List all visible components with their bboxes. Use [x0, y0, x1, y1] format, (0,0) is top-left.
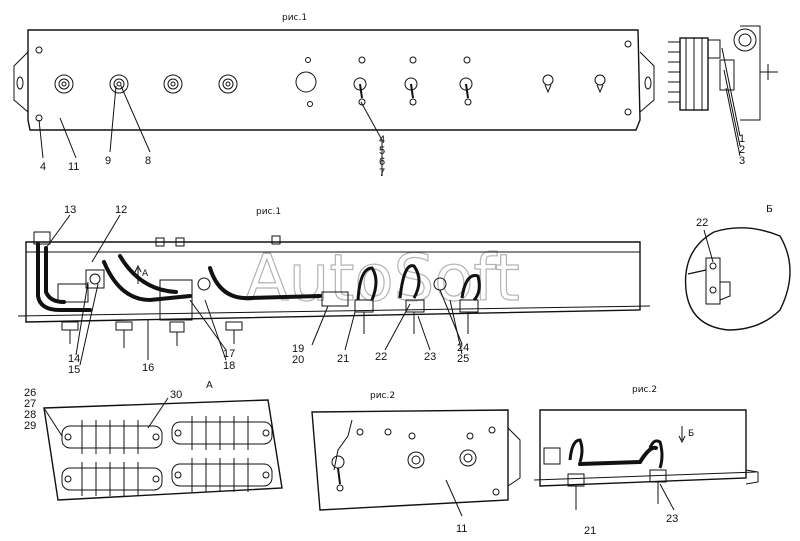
label-mid-14: 14	[68, 353, 80, 365]
caption-view-a: А	[206, 380, 213, 391]
label-side-2: 2	[739, 144, 745, 156]
label-top-11: 11	[68, 161, 79, 173]
arrow-a-label: А	[142, 269, 149, 279]
caption-fig2-mid: рис.2	[370, 391, 395, 401]
cutaway-view: рис.1	[17, 204, 651, 376]
label-mid-22: 22	[375, 351, 387, 363]
arrow-b-label: Б	[688, 429, 694, 439]
label-mid-20: 20	[292, 354, 304, 366]
label-mid-19: 19	[292, 343, 304, 355]
label-side-1: 1	[739, 133, 745, 145]
label-side-3: 3	[739, 155, 745, 167]
label-mid-21: 21	[337, 353, 349, 365]
label-top-9: 9	[105, 155, 111, 167]
detail-view-a: А 26 27 28 29	[24, 380, 283, 501]
caption-fig1-mid: рис.1	[256, 207, 281, 217]
label-a-29: 29	[24, 420, 36, 432]
label-b-22: 22	[696, 217, 708, 229]
label-mid-23: 23	[424, 351, 436, 363]
label-mid-13: 13	[64, 204, 76, 216]
caption-view-b: Б	[766, 204, 773, 215]
label-mid-15: 15	[68, 364, 80, 376]
side-view: 1 2 3	[668, 25, 778, 167]
label-a-28: 28	[24, 409, 36, 421]
label-fig2-21: 21	[584, 525, 596, 537]
label-top-4a: 4	[40, 161, 46, 173]
label-fig2-23: 23	[666, 513, 678, 525]
detail-view-b: Б 22	[684, 204, 791, 331]
label-mid-25: 25	[457, 353, 469, 365]
label-mid-24: 24	[457, 342, 469, 354]
label-top-7: 7	[379, 167, 385, 179]
watermark: AutoSoft	[245, 242, 520, 316]
label-a-27: 27	[24, 398, 36, 410]
label-mid-16: 16	[142, 362, 154, 374]
label-top-8: 8	[145, 155, 151, 167]
fig2-cutaway-view: рис.2 Б 21 23	[533, 385, 759, 537]
fig2-front-view: рис.2 11	[311, 391, 521, 535]
label-top-5: 5	[379, 145, 385, 157]
label-top-4b: 4	[379, 134, 385, 146]
caption-fig2-right: рис.2	[632, 385, 657, 395]
label-a-26: 26	[24, 387, 36, 399]
label-a-30: 30	[170, 389, 182, 401]
front-panel-view: рис.1	[13, 13, 655, 179]
label-mid-17: 17	[223, 348, 235, 360]
label-fig2-11: 11	[456, 523, 467, 535]
label-mid-12: 12	[115, 204, 127, 216]
label-top-6: 6	[379, 156, 385, 168]
label-mid-18: 18	[223, 360, 235, 372]
caption-fig1-top: рис.1	[282, 13, 307, 23]
